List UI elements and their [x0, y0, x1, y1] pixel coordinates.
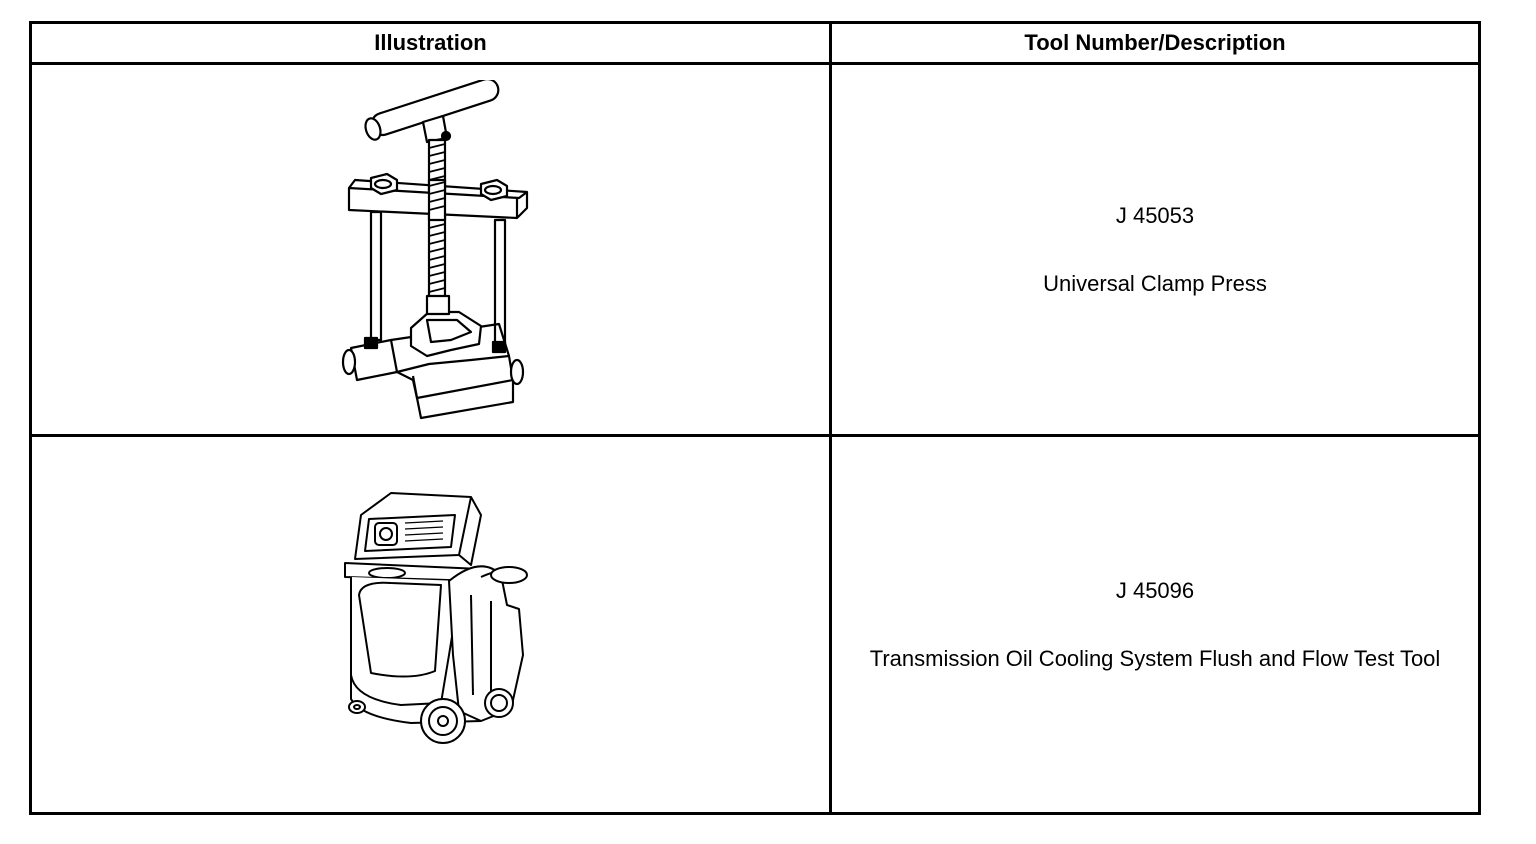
description-cell: J 45096 Transmission Oil Cooling System …	[829, 434, 1481, 815]
header-tool: Tool Number/Description	[829, 21, 1481, 65]
header-row: Illustration Tool Number/Description	[29, 21, 1481, 65]
description-cell: J 45053 Universal Clamp Press	[829, 62, 1481, 437]
table-row: J 45053 Universal Clamp Press	[29, 62, 1481, 437]
tool-table: Illustration Tool Number/Description	[29, 21, 1481, 815]
tool-description: Universal Clamp Press	[1043, 271, 1267, 296]
clamp-press-icon	[341, 79, 528, 419]
tool-description: Transmission Oil Cooling System Flush an…	[869, 646, 1441, 671]
tool-number: J 45053	[1115, 203, 1195, 228]
illustration-cell	[29, 62, 832, 437]
header-illustration: Illustration	[29, 21, 832, 65]
flush-cart-icon	[343, 491, 528, 744]
tool-number: J 45096	[1115, 578, 1195, 603]
illustration-cell	[29, 434, 832, 815]
table-row: J 45096 Transmission Oil Cooling System …	[29, 434, 1481, 815]
